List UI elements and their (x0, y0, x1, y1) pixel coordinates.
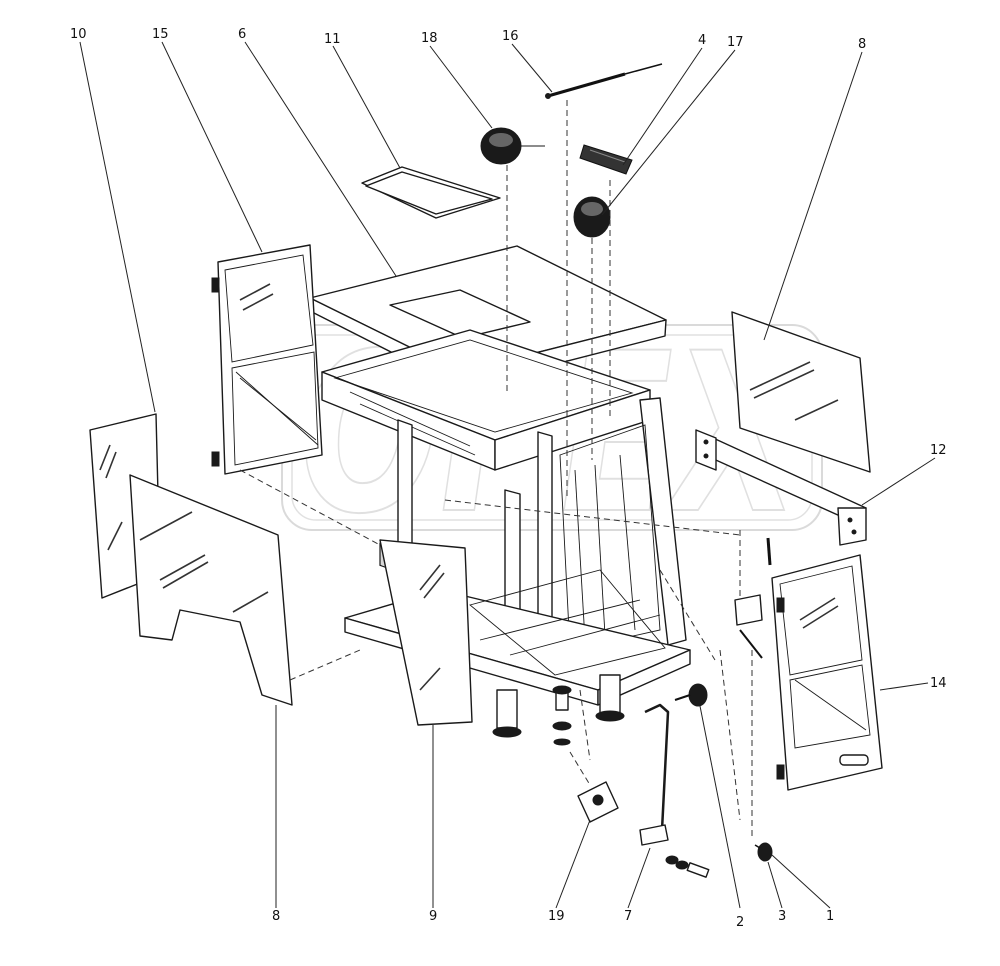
callout-16: 16 (502, 29, 519, 44)
part-9-front-glass (379, 539, 473, 726)
callout-labels: 10 15 6 11 18 16 4 17 8 12 14 8 9 19 7 2… (70, 27, 947, 930)
callout-4: 4 (698, 33, 706, 48)
callout-15: 15 (152, 27, 169, 42)
part-18-knob (480, 127, 545, 165)
part-3-washer (754, 842, 773, 862)
callout-8-top: 8 (858, 37, 866, 52)
callout-3: 3 (778, 909, 786, 924)
part-15-left-door (211, 244, 323, 475)
callout-17: 17 (727, 35, 744, 50)
part-17-cap (573, 196, 611, 238)
callout-1: 1 (826, 909, 834, 924)
callout-19: 19 (548, 909, 565, 924)
callout-14: 14 (930, 676, 947, 691)
part-19-bracket (577, 781, 619, 823)
callout-11: 11 (324, 32, 341, 47)
part-14-right-door (771, 554, 883, 791)
callout-18: 18 (421, 31, 438, 46)
callout-10: 10 (70, 27, 87, 42)
part-8-left-side-glass (129, 474, 293, 706)
callout-6: 6 (238, 27, 246, 42)
part-16-strut (545, 63, 663, 99)
callout-9: 9 (429, 909, 437, 924)
part-2-handle (674, 683, 708, 707)
part-11-roof-hatch-glass (361, 166, 501, 219)
hinge-hardware (734, 537, 772, 659)
part-7-lock-rod (639, 703, 710, 878)
callout-8-bottom: 8 (272, 909, 280, 924)
callout-2: 2 (736, 915, 744, 930)
callout-12: 12 (930, 443, 947, 458)
assembly-lines (239, 100, 753, 840)
part-12-hinge-bar (695, 429, 867, 546)
leader-lines (79, 41, 936, 909)
part-8-right-rear-glass (731, 311, 871, 473)
part-4-spring (579, 144, 633, 175)
callout-7: 7 (624, 909, 632, 924)
bolt-stack (552, 685, 572, 746)
